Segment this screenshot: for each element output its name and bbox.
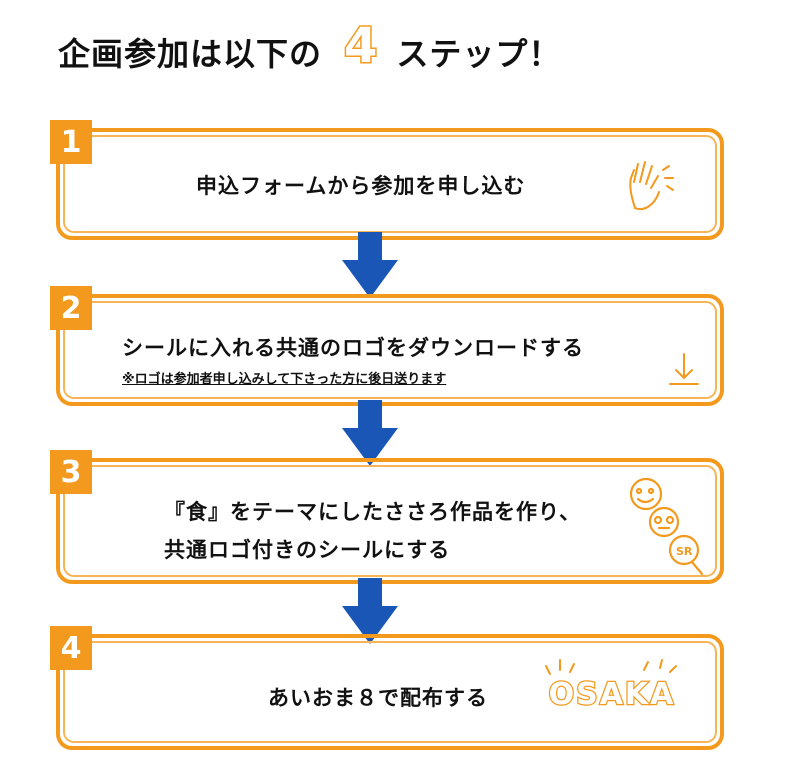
dango-faces-icon: SR (629, 477, 704, 576)
osaka-logo: OSAKA (545, 659, 677, 713)
down-arrow-icon (342, 400, 398, 466)
page-title: 企画参加は以下の 4 ステップ！ (58, 18, 562, 82)
title-prefix: 企画参加は以下の (58, 35, 323, 73)
step-frame-inner (63, 641, 717, 743)
download-icon (669, 353, 699, 385)
step-4: 4 あいおま８で配布する OSAKA (50, 626, 724, 750)
step-frame (56, 458, 724, 584)
step-3-line-2: 共通ロゴ付きのシールにする (164, 538, 451, 562)
step-frame (56, 294, 724, 406)
step-2: 2 シールに入れる共通のロゴをダウンロードする ※ロゴは参加者申し込みして下さっ… (50, 286, 724, 406)
title-suffix: ステップ！ (396, 35, 562, 73)
step-number-badge: 1 (50, 120, 92, 164)
step-frame (56, 128, 724, 240)
step-2-text: シールに入れる共通のロゴをダウンロードする (122, 336, 584, 360)
osaka-logo-text: OSAKA (549, 677, 676, 712)
step-number-badge: 2 (50, 286, 92, 330)
step-frame-inner (63, 465, 717, 577)
title-step-count: 4 (342, 18, 379, 74)
step-frame-inner (63, 135, 717, 233)
hand-icon (629, 161, 674, 210)
down-arrow-icon (342, 578, 398, 644)
step-frame-inner (63, 301, 717, 399)
step-frame (56, 634, 724, 750)
step-3: 3 『食』をテーマにしたささろ作品を作り、 共通ロゴ付きのシールにする SR (50, 450, 724, 584)
step-number-badge: 4 (50, 626, 92, 670)
step-4-text: あいおま８で配布する (268, 686, 488, 710)
down-arrow-icon (342, 232, 398, 298)
step-3-line-1: 『食』をテーマにしたささろ作品を作り、 (164, 500, 582, 524)
step-2-note: ※ロゴは参加者申し込みして下さった方に後日送ります (122, 372, 447, 387)
dango-sr-label: SR (676, 545, 693, 558)
step-number-badge: 3 (50, 450, 92, 494)
step-1: 1 申込フォームから参加を申し込む (50, 120, 724, 240)
step-1-text: 申込フォームから参加を申し込む (196, 174, 526, 198)
